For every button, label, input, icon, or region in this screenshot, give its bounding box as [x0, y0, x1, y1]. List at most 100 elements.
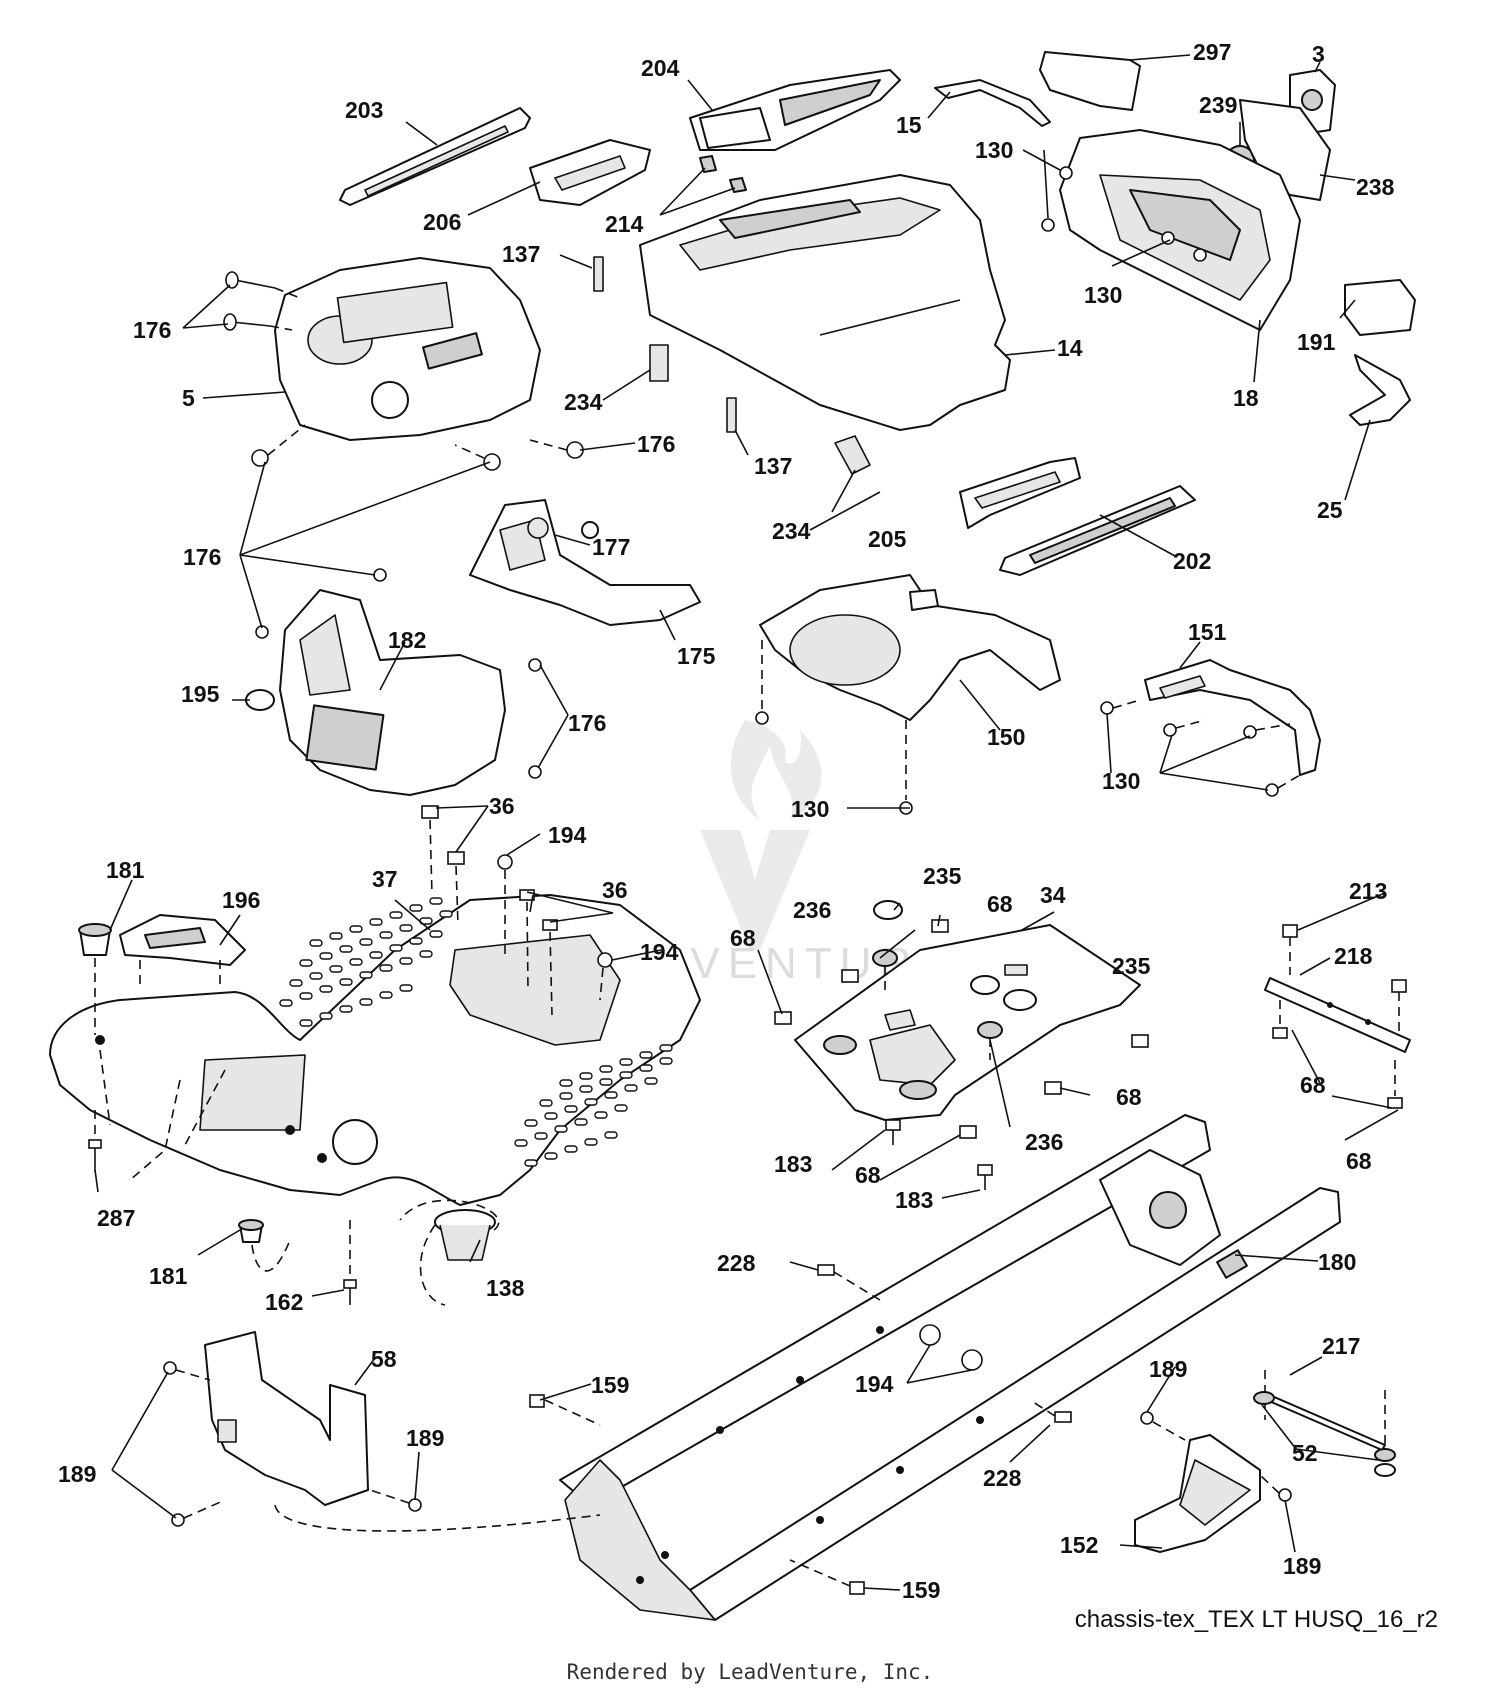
part-152-guard [1134, 1434, 1261, 1553]
part-204-hood-vent [689, 69, 901, 151]
callout-label: 176 [637, 431, 675, 457]
callout-label: 287 [97, 1205, 135, 1231]
callout-label: 183 [774, 1151, 812, 1177]
callout-label: 68 [1116, 1084, 1142, 1110]
callout-label: 25 [1317, 497, 1343, 523]
callout-label: 176 [133, 317, 171, 343]
part-176-screws-lower [255, 568, 542, 779]
callout-label: 18 [1233, 385, 1259, 411]
part-14-hood [639, 174, 1011, 431]
part-217-rod [1261, 1370, 1386, 1451]
callout-label: 52 [1292, 1440, 1318, 1466]
callout-label: 213 [1349, 878, 1387, 904]
callout-label: 162 [265, 1289, 303, 1315]
part-138-boot [399, 1199, 500, 1306]
callout-label: 189 [406, 1425, 444, 1451]
part-15-strip [934, 79, 1051, 127]
part-137-clip-a [593, 256, 604, 292]
callout-label: 228 [983, 1465, 1022, 1491]
part-176-screws-top [223, 271, 301, 331]
part-194-nuts-frame [919, 1324, 983, 1371]
part-183-bolts [885, 1119, 993, 1190]
part-150-shroud [759, 574, 1061, 721]
callout-label: 130 [975, 137, 1013, 163]
part-58-bracket [204, 1331, 601, 1532]
callout-label: 36 [489, 793, 515, 819]
callout-label: 236 [1025, 1129, 1063, 1155]
callout-label: 234 [772, 518, 811, 544]
part-34-plate [794, 924, 1141, 1121]
callout-label: 204 [641, 55, 680, 81]
part-181-bushing-top [78, 923, 112, 1035]
part-195-plug [245, 689, 275, 711]
part-130-screw-150a [755, 711, 769, 725]
callout-label: 235 [923, 863, 962, 889]
callout-label: 14 [1057, 335, 1083, 361]
callout-label: 297 [1193, 39, 1231, 65]
part-175-bracket [469, 499, 701, 626]
part-287-screw [88, 1110, 102, 1172]
callout-label: 228 [717, 1250, 756, 1276]
part-234-pad-a [649, 344, 669, 382]
callout-label: 36 [602, 877, 628, 903]
part-52-bushings [1253, 1391, 1396, 1477]
part-206-vent [529, 139, 651, 206]
part-37-fender [49, 894, 701, 1206]
callout-label: 236 [793, 897, 831, 923]
fender-vent-grid-top [279, 897, 453, 1027]
part-202-vent-grille [999, 485, 1196, 576]
part-235-spacers [873, 900, 1000, 995]
part-214-clip-b [729, 177, 747, 193]
callout-label: 203 [345, 97, 383, 123]
part-238-grille [1239, 99, 1331, 201]
part-196-shift-cover [119, 914, 246, 990]
part-137-clip-b [726, 397, 737, 433]
callout-label: 181 [149, 1263, 188, 1289]
callout-label: 68 [1346, 1148, 1372, 1174]
part-213-bolts [1282, 924, 1407, 1035]
callout-label: 176 [568, 710, 606, 736]
callout-label: 189 [1283, 1553, 1321, 1579]
leader-lines [94, 54, 1399, 1591]
callout-label: 15 [896, 112, 922, 138]
callout-label: 159 [591, 1372, 629, 1398]
callout-label: 183 [895, 1187, 933, 1213]
callout-label: 130 [1102, 768, 1140, 794]
callout-label: 5 [182, 385, 195, 411]
callout-label: 159 [902, 1577, 940, 1603]
callout-label: 3 [1312, 41, 1325, 67]
callout-label: 180 [1318, 1249, 1356, 1275]
callout-label: 137 [754, 453, 792, 479]
callout-label: 202 [1173, 548, 1211, 574]
callout-label: 194 [640, 939, 679, 965]
watermark-logo [700, 720, 822, 950]
callout-label: 235 [1112, 953, 1151, 979]
callout-label: 218 [1334, 943, 1373, 969]
part-130-screws-front [1041, 166, 1207, 262]
callout-label: 137 [502, 241, 540, 267]
callout-label: 234 [564, 389, 603, 415]
fender-vent-grid-right [514, 1044, 673, 1167]
part-5-dash-panel [274, 257, 541, 441]
callout-label: 205 [868, 526, 907, 552]
callout-label: 189 [1149, 1356, 1187, 1382]
part-130-dash-150 [761, 640, 907, 800]
part-36-screws [421, 805, 558, 1016]
callout-label: 130 [791, 796, 829, 822]
callout-label: 176 [183, 544, 221, 570]
part-218-bracket [1264, 977, 1411, 1053]
callout-label: 189 [58, 1461, 96, 1487]
callout-label: 138 [486, 1275, 525, 1301]
part-176-screws-mid [251, 424, 584, 471]
callout-label: 206 [423, 209, 461, 235]
callout-label: 191 [1297, 329, 1336, 355]
part-68-bolts-plate [774, 919, 1149, 1139]
part-203-trim [339, 107, 531, 206]
callout-label: 182 [388, 627, 426, 653]
callout-label: 37 [372, 866, 398, 892]
callout-label: 194 [548, 822, 587, 848]
part-162-screw [343, 1220, 357, 1305]
callout-labels: 203 204 297 3 239 15 130 238 206 214 137… [58, 39, 1395, 1603]
callout-label: 175 [677, 643, 716, 669]
